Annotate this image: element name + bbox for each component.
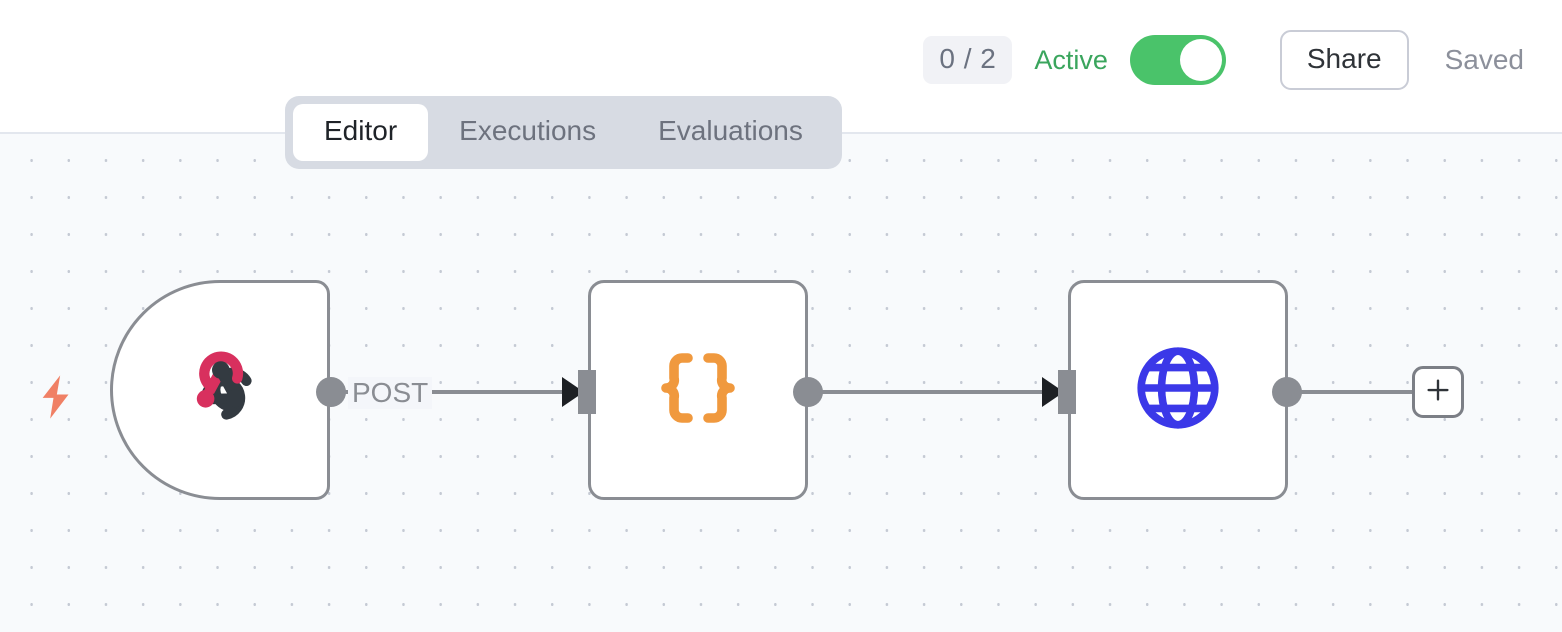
share-button[interactable]: Share xyxy=(1279,30,1409,90)
active-toggle[interactable] xyxy=(1129,35,1226,85)
node-webhook[interactable] xyxy=(110,280,330,500)
node-create-input-handle[interactable] xyxy=(1058,370,1076,414)
code-braces-icon xyxy=(650,340,746,441)
globe-icon xyxy=(1130,340,1226,441)
edge-webhook-to-filter[interactable] xyxy=(335,390,575,394)
node-webhook-output-handle[interactable] xyxy=(316,377,346,407)
node-create-output-handle[interactable] xyxy=(1272,377,1302,407)
workflow-canvas[interactable]: POST xyxy=(0,134,1562,632)
tab-executions[interactable]: Executions xyxy=(459,115,597,146)
webhook-icon xyxy=(172,340,268,441)
node-filter-output-handle[interactable] xyxy=(793,377,823,407)
edge-filter-to-create[interactable] xyxy=(812,390,1055,394)
edge-label-post: POST xyxy=(348,377,433,409)
active-status-label: Active xyxy=(1034,44,1108,75)
header-actions: 0 / 2 Active Share Saved xyxy=(923,0,1524,120)
execution-count-badge: 0 / 2 xyxy=(923,36,1013,84)
saved-status-label: Saved xyxy=(1444,44,1524,75)
add-node-button[interactable] xyxy=(1412,366,1464,418)
node-create-agent-job[interactable] xyxy=(1068,280,1288,500)
node-filter-input-handle[interactable] xyxy=(578,370,596,414)
plus-icon xyxy=(1423,375,1453,410)
node-filter-merged-prs[interactable] xyxy=(588,280,808,500)
lightning-bolt-icon xyxy=(36,372,76,427)
view-tabs: Editor Executions Evaluations xyxy=(285,96,842,169)
tab-editor[interactable]: Editor xyxy=(293,104,429,161)
tab-evaluations[interactable]: Evaluations xyxy=(658,115,803,146)
edge-create-to-add[interactable] xyxy=(1290,390,1412,394)
toggle-knob xyxy=(1179,39,1222,81)
